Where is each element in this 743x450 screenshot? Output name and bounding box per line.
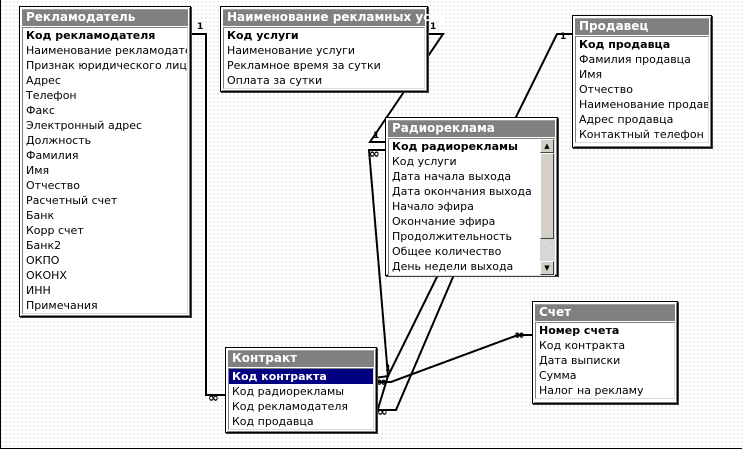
relation-contract-invoice [376, 334, 533, 383]
field[interactable]: Признак юридического лица [26, 59, 188, 72]
rel-label-many: ∞ [376, 375, 387, 390]
field[interactable]: Контактный телефон [579, 128, 704, 141]
field-list[interactable]: Код контракта Код радиорекламы Код рекла… [228, 368, 374, 430]
table-contract[interactable]: Контракт Код контракта Код радиорекламы … [225, 347, 377, 433]
field-key[interactable]: Код рекламодателя [26, 29, 156, 42]
relation-radio-contract-2 [376, 269, 457, 411]
table-advertiser[interactable]: Рекламодатель Код рекламодателя Наименов… [19, 6, 191, 317]
field[interactable]: Фамилия [26, 149, 79, 162]
field[interactable]: Дата начала выхода [392, 170, 512, 183]
field[interactable]: Код услуги [392, 155, 457, 168]
rel-label-1: 1 [197, 22, 203, 32]
field[interactable]: ИНН [26, 284, 51, 297]
field[interactable]: Адрес продавца [579, 113, 674, 126]
field[interactable]: Налог на рекламу [539, 384, 644, 397]
rel-label-many: ∞ [369, 147, 380, 162]
field[interactable]: Наименование услуги [227, 44, 356, 57]
field[interactable]: Общее количество [392, 245, 502, 258]
field-list[interactable]: Код радиорекламы Код услуги Дата начала … [388, 138, 555, 276]
field-list[interactable]: Код рекламодателя Наименование рекламода… [22, 27, 188, 314]
scroll-down-icon[interactable]: ▼ [540, 261, 554, 275]
field[interactable]: Отчество [26, 179, 81, 192]
field[interactable]: ОКОНХ [26, 269, 67, 282]
field[interactable]: Отчество [579, 83, 634, 96]
field[interactable]: Дата выписки [539, 354, 621, 367]
field[interactable]: Код рекламодателя [232, 400, 349, 413]
field[interactable]: Код контракта [539, 339, 626, 352]
field[interactable]: Окончание эфира [392, 215, 496, 228]
field[interactable]: Телефон [26, 89, 77, 102]
table-invoice[interactable]: Счет Номер счета Код контракта Дата выпи… [532, 301, 678, 404]
table-radio[interactable]: Радиореклама Код радиорекламы Код услуги… [385, 117, 558, 276]
field[interactable]: Расчетный счет [26, 194, 118, 207]
scroll-up-icon[interactable]: ▲ [540, 139, 554, 153]
field[interactable]: Адрес [26, 74, 61, 87]
field[interactable]: Электронный адрес [26, 119, 143, 132]
table-title[interactable]: Рекламодатель [22, 9, 188, 26]
field[interactable]: Сумма [539, 369, 577, 382]
relation-advertiser-contract [190, 33, 226, 396]
field[interactable]: Наименование продавца [579, 98, 709, 111]
field[interactable]: Имя [579, 68, 603, 81]
rel-label-1: 1 [560, 32, 566, 42]
table-title[interactable]: Наименование рекламных услуг [223, 9, 453, 26]
rel-label-many: ∞ [514, 328, 525, 343]
field-list[interactable]: Код продавца Фамилия продавца Имя Отчест… [575, 36, 709, 143]
field[interactable]: Корр счет [26, 224, 84, 237]
rel-label-1: 1 [430, 22, 436, 32]
field[interactable]: Оплата за сутки [227, 74, 323, 87]
field[interactable]: Код радиорекламы [232, 385, 344, 398]
field[interactable]: Банк [26, 209, 55, 222]
field[interactable]: ОКПО [26, 254, 60, 267]
rel-label-many: ∞ [208, 391, 219, 406]
rel-label-1: 1 [385, 364, 391, 374]
field-list[interactable]: Номер счета Код контракта Дата выписки С… [535, 322, 675, 399]
field[interactable]: Факс [26, 104, 55, 117]
field[interactable]: Примечания [26, 299, 98, 312]
field[interactable]: Рекламное время за сутки [227, 59, 381, 72]
field-key[interactable]: Код радиорекламы [392, 140, 518, 153]
field-key-selected[interactable]: Код контракта [229, 369, 373, 384]
rel-label-many: ∞ [377, 405, 388, 420]
field[interactable]: День недели выхода [392, 260, 514, 273]
table-title[interactable]: Продавец [575, 18, 709, 35]
field-key[interactable]: Код продавца [579, 38, 671, 51]
field[interactable]: Имя [26, 164, 50, 177]
field[interactable]: Код продавца [232, 415, 314, 428]
field[interactable]: Дата окончания выхода [392, 185, 532, 198]
table-title[interactable]: Счет [535, 304, 675, 321]
field[interactable]: Продолжительность [392, 230, 512, 243]
table-services[interactable]: Наименование рекламных услуг Код услуги … [220, 6, 453, 92]
field-key[interactable]: Номер счета [539, 324, 620, 337]
field[interactable]: Должность [26, 134, 92, 147]
field[interactable]: Фамилия продавца [579, 53, 691, 66]
field[interactable]: Банк2 [26, 239, 62, 252]
scroll-thumb[interactable] [540, 153, 554, 239]
relation-radio-contract [367, 149, 390, 379]
field-key[interactable]: Код услуги [227, 29, 299, 42]
field-list[interactable]: Код услуги Наименование услуги Рекламное… [223, 27, 425, 89]
field[interactable]: Начало эфира [392, 200, 474, 213]
vertical-scrollbar[interactable]: ▲ ▼ [540, 139, 554, 275]
field[interactable]: Наименование рекламодателя [26, 44, 188, 57]
table-title[interactable]: Радиореклама [388, 120, 555, 137]
rel-label-1: 1 [373, 131, 379, 141]
table-seller[interactable]: Продавец Код продавца Фамилия продавца И… [572, 15, 712, 148]
table-title[interactable]: Контракт [228, 350, 374, 367]
